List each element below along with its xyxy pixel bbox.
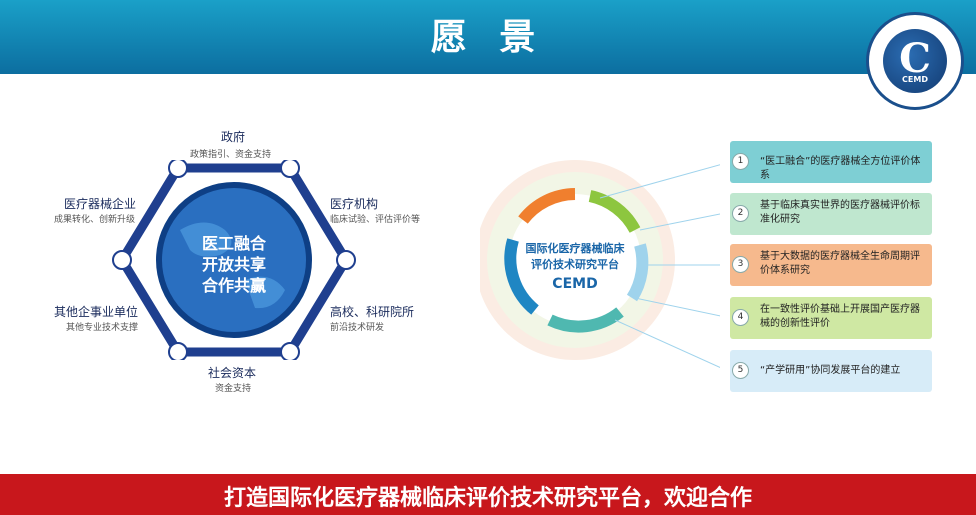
vision-item-3: 3 基于大数据的医疗器械全生命周期评价体系研究 — [730, 244, 932, 286]
item-number: 3 — [732, 256, 749, 273]
star-icon — [168, 160, 188, 178]
node-sub-capital: 资金支持 — [215, 384, 252, 394]
ring-segment-1 — [518, 188, 576, 224]
node-label-university: 高校、科研院所 — [330, 305, 415, 319]
hexagon-diagram — [112, 160, 356, 360]
ring-segment-2 — [588, 190, 641, 233]
cemd-logo: C CEMD — [866, 12, 964, 110]
medical-icon — [336, 250, 356, 270]
logo-emblem: C CEMD — [883, 29, 947, 93]
ring-title-line-2: 评价技术研究平台 — [531, 258, 619, 271]
footer-bar: 打造国际化医疗器械临床评价技术研究平台，欢迎合作 — [0, 474, 976, 515]
vision-item-1: 1 “医工融合”的医疗器械全方位评价体系 — [730, 141, 932, 183]
item-text: “产学研用”协同发展平台的建立 — [760, 365, 901, 376]
ring-abbr: CEMD — [552, 276, 598, 292]
node-sub-other-units: 其他专业技术支撑 — [66, 323, 139, 333]
node-sub-government: 政策指引、资金支持 — [190, 150, 272, 160]
ring-diagram — [480, 160, 720, 369]
vision-item-4: 4 在一致性评价基础上开展国产医疗器械的创新性评价 — [730, 297, 932, 339]
item-number: 4 — [732, 309, 749, 326]
footer-slogan: 打造国际化医疗器械临床评价技术研究平台，欢迎合作 — [223, 486, 752, 511]
item-text: 在一致性评价基础上开展国产医疗器械的创新性评价 — [760, 304, 920, 329]
vision-item-5: 5 “产学研用”协同发展平台的建立 — [730, 350, 932, 392]
page-title: 愿 景 — [430, 17, 546, 58]
logo-abbr: CEMD — [902, 75, 928, 84]
chart-icon — [168, 342, 188, 360]
ring-segment-5 — [504, 238, 539, 315]
node-label-enterprise: 医疗器械企业 — [64, 197, 137, 211]
bank-icon — [112, 250, 132, 270]
node-sub-hospital: 临床试验、评估评价等 — [330, 215, 421, 225]
globe-line-1: 医工融合 — [201, 234, 266, 253]
logo-mark: C — [899, 35, 931, 82]
item-text: “医工融合”的医疗器械全方位评价体系 — [760, 156, 921, 181]
node-label-government: 政府 — [221, 130, 246, 144]
ring-title-line-1: 国际化医疗器械临床 — [525, 242, 625, 255]
ring-segment-4 — [547, 307, 624, 333]
item-number: 2 — [732, 205, 749, 222]
node-label-hospital: 医疗机构 — [330, 197, 379, 211]
item-number: 5 — [732, 362, 749, 379]
item-text: 基于临床真实世界的医疗器械评价标准化研究 — [760, 200, 920, 225]
globe-line-2: 开放共享 — [201, 255, 266, 274]
vision-item-2: 2 基于临床真实世界的医疗器械评价标准化研究 — [730, 193, 932, 235]
person-icon — [280, 342, 300, 360]
chat-icon — [280, 160, 300, 178]
header-bar: 愿 景 — [0, 0, 976, 74]
globe-line-3: 合作共赢 — [201, 276, 266, 295]
node-sub-university: 前沿技术研发 — [330, 323, 385, 333]
node-label-other-units: 其他企事业单位 — [54, 305, 139, 319]
item-text: 基于大数据的医疗器械全生命周期评价体系研究 — [760, 251, 920, 276]
ring-segment-3 — [626, 243, 649, 302]
item-number: 1 — [732, 153, 749, 170]
node-sub-enterprise: 成果转化、创新升级 — [54, 215, 136, 225]
node-label-capital: 社会资本 — [208, 366, 257, 380]
